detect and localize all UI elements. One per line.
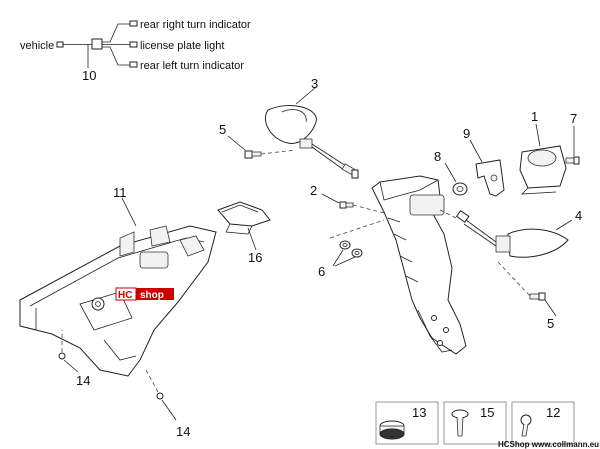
part-11-fairing: 11 [19,185,217,377]
callout-15: 15 [480,405,494,420]
callout-6: 6 [318,264,325,279]
wiring-output-right-indicator: rear right turn indicator [140,19,251,31]
callout-14-lower: 14 [176,424,190,439]
part-14-clip-lower: 14 [145,369,190,439]
part-8-grommet: 8 [434,149,468,196]
callout-13: 13 [412,405,426,420]
connector-right-indicator [129,20,138,27]
callout-8: 8 [434,149,441,164]
callout-7: 7 [570,111,577,126]
callout-5-lower: 5 [547,316,554,331]
wiring-vehicle-label: vehicle [20,40,54,52]
callout-12: 12 [546,405,560,420]
harness-junction [91,38,103,50]
logo-part-hc: HC [118,290,132,301]
part-9-bracket: 9 [463,126,505,197]
part-1-plate-light: 1 [519,109,567,195]
license-plate-bracket [329,175,467,355]
logo-part-shop: shop [140,290,164,301]
kit-box-13: 13 [375,401,439,445]
wiring-output-plate-light: license plate light [140,40,224,52]
callout-16: 16 [248,250,262,265]
hcshop-logo: HC shop [115,287,174,301]
wiring-harness-schematic: vehicle rear right turn indicator licens… [20,19,251,83]
part-5-screw-upper: 5 [219,122,297,159]
kit-box-12: 12 [511,401,575,445]
callout-4: 4 [575,208,582,223]
part-2-screw: 2 [310,183,389,215]
wiring-output-left-indicator: rear left turn indicator [140,60,244,72]
part-5-screw-lower: 5 [497,261,557,331]
callout-1: 1 [531,109,538,124]
connector-plate-light [129,41,138,48]
callout-5-upper: 5 [219,122,226,137]
kit-box-15: 15 [443,401,507,445]
callout-10: 10 [82,68,96,83]
footer-watermark: HCShop www.collmann.eu [498,440,599,449]
part-3-indicator: 3 [265,76,359,179]
part-4-indicator: 4 [455,208,582,258]
callout-14-upper: 14 [76,373,90,388]
callout-11: 11 [113,185,127,200]
vehicle-connector [56,41,64,48]
callout-2: 2 [310,183,317,198]
connector-left-indicator [129,61,138,68]
callout-9: 9 [463,126,470,141]
part-14-clip-upper: 14 [58,330,90,388]
part-6-nuts: 6 [318,240,363,279]
part-16-cover: 16 [217,201,271,265]
part-7-screw: 7 [565,111,580,165]
callout-3: 3 [311,76,318,91]
